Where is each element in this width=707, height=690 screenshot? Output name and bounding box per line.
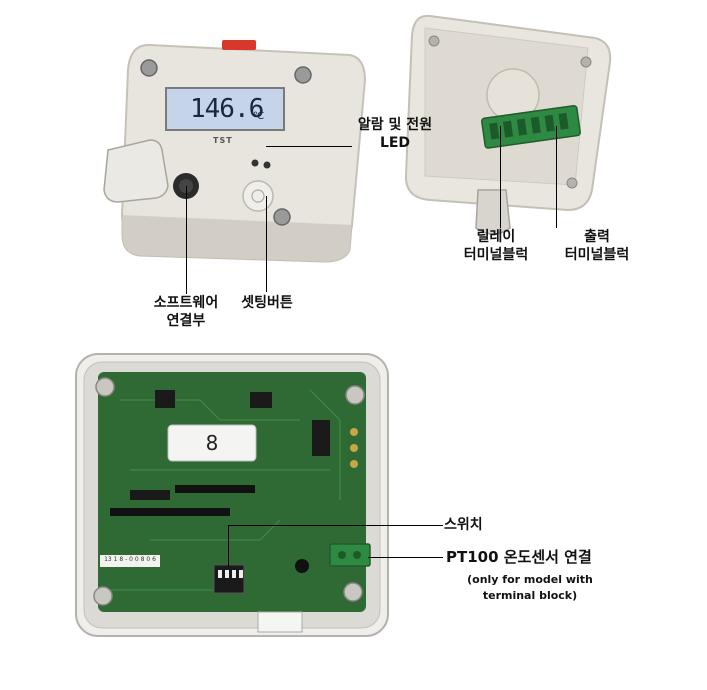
switch-label: 스위치 bbox=[444, 517, 483, 533]
leader-output-v bbox=[556, 126, 557, 228]
leader-led-h bbox=[266, 146, 352, 147]
leader-pt100-h bbox=[368, 557, 443, 558]
brand-logo: TST bbox=[213, 136, 233, 145]
pt100-terminal-icon bbox=[329, 543, 371, 567]
dip-switch-icon bbox=[213, 564, 245, 594]
leader-software-v bbox=[186, 186, 187, 294]
lcd-reading: 146.6 bbox=[190, 94, 264, 124]
leader-switch-v bbox=[228, 525, 229, 567]
leader-relay-v bbox=[500, 126, 501, 228]
software-port-label: 소프트웨어 연결부 bbox=[153, 295, 219, 329]
setting-button-label: 셋팅버튼 bbox=[241, 295, 293, 311]
leader-switch-h bbox=[228, 525, 443, 526]
pt100-note: (only for model with terminal block) bbox=[467, 573, 593, 602]
output-terminal-label: 출력 터미널블럭 bbox=[564, 229, 630, 263]
red-tab bbox=[222, 40, 256, 50]
pt100-label: PT100 온도센서 연결 bbox=[446, 548, 592, 566]
terminal-block-icon bbox=[481, 104, 581, 149]
power-led-icon bbox=[263, 161, 271, 169]
relay-terminal-label: 릴레이 터미널블럭 bbox=[463, 229, 529, 263]
pcb-number-label: 8 bbox=[205, 431, 219, 455]
pcb-sticker-text: 13 1 8 - 0 0 8 0 6 bbox=[104, 556, 156, 563]
leader-setting-v bbox=[266, 196, 267, 292]
alarm-led-icon bbox=[251, 159, 259, 167]
lcd-unit: ℃ bbox=[253, 111, 265, 122]
alarm-power-led-label: 알람 및 전원 LED bbox=[357, 117, 433, 151]
